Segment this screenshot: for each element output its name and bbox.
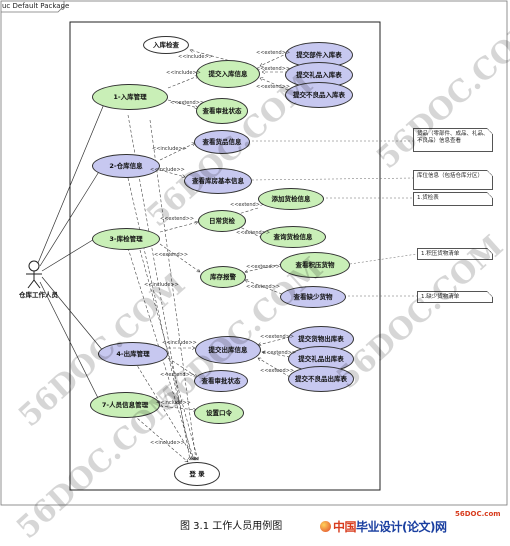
edge-label-include: <<include>> [152, 146, 187, 152]
note-warehouse: 库位信息（包括仓库分区） [413, 170, 493, 190]
use-case-ck-audit: 查看审批状态 [194, 370, 248, 392]
edge-label-extend: <<extend>> [236, 230, 271, 236]
edge-label-extend: <<extend>> [160, 372, 195, 378]
note-check-record: 1.货检表 [413, 192, 493, 206]
use-case-login: 登 录 [174, 462, 220, 486]
edge-label-extend: <<extend>> [170, 100, 205, 106]
edge-label-extend: <<extend>> [246, 264, 281, 270]
use-case-rk-check: 入库检查 [143, 36, 189, 54]
edge-label-include: <<include>> [156, 400, 191, 406]
use-case-check-shortage: 查看缺少货物 [280, 286, 346, 308]
use-case-check-query: 查询货检信息 [260, 226, 326, 248]
edge-label-include: <<include>> [162, 340, 197, 346]
use-case-person-mgmt: 7-人员信息管理 [90, 392, 160, 418]
edge-label-extend: <<extend>> [256, 50, 291, 56]
logo-blue-text: 毕业设计(论文)网 [356, 520, 447, 534]
use-case-check-overstock: 查看积压货物 [280, 252, 350, 278]
edge-label-extend: <<extend>> [246, 284, 281, 290]
site-logo: 中国毕业设计(论文)网 [320, 518, 447, 535]
actor-label: 仓库工作人员 [19, 291, 58, 299]
logo-red-text: 中国 [333, 520, 357, 534]
edge-label-include: <<include>> [150, 167, 185, 173]
use-case-check-alarm: 库存报警 [200, 266, 246, 288]
edge-label-extend: <<extend>> [230, 202, 265, 208]
use-case-ck-submit-bad: 提交不良品出库表 [288, 366, 354, 392]
use-case-info-goods: 查看货品信息 [194, 130, 250, 154]
use-case-rk-mgmt: 1-入库管理 [92, 84, 168, 110]
edge-label-extend: <<extend>> [154, 252, 189, 258]
use-case-check-add: 添加货检信息 [258, 188, 324, 210]
use-case-ck-submit: 提交出库信息 [195, 336, 261, 364]
edge-label-include: <<include>> [166, 70, 201, 76]
edge-label-extend: <<extend>> [260, 334, 295, 340]
use-case-ck-mgmt: 4-出库管理 [98, 342, 168, 366]
edge-label-extend: <<extend>> [256, 84, 291, 90]
frame-title: uc Default Package [2, 2, 70, 10]
figure-caption: 图 3.1 工作人员用例图 [180, 521, 283, 532]
use-case-info-basic: 查看库房基本信息 [184, 168, 252, 194]
use-case-rk-submit: 提交入库信息 [196, 60, 260, 88]
edge-label-extend: <<extend>> [262, 350, 297, 356]
actor-figure [26, 260, 42, 289]
use-case-info-mgmt: 2-仓库信息 [92, 154, 160, 178]
edge-label-extend: <<extend>> [260, 368, 295, 374]
edge-label-include: <<include>> [178, 54, 213, 60]
logo-globe-icon [320, 521, 331, 532]
edge-label-extend: <<extend>> [160, 216, 195, 222]
note-overstock: 1.积压货物清单 [417, 248, 493, 260]
use-case-check-daily: 日常货检 [198, 210, 246, 232]
use-case-rk-audit: 查看审批状态 [196, 98, 248, 124]
edge-label-include: <<include>> [144, 282, 179, 288]
note-shortage: 1.缺少货物清单 [417, 291, 493, 303]
edge-label-include: <<include>> [150, 440, 185, 446]
use-case-rk-submit-bad: 提交不良品入库表 [285, 82, 353, 108]
edge-label-extend: <<extend>> [256, 66, 291, 72]
use-case-check-mgmt: 3-库检管理 [92, 228, 160, 250]
site-logo-small: 56DOC.com [455, 510, 501, 518]
use-case-set-password: 设置口令 [194, 402, 244, 424]
note-goods: 货品（零部件、成品、礼品、不良品）信息查看 [413, 128, 493, 152]
